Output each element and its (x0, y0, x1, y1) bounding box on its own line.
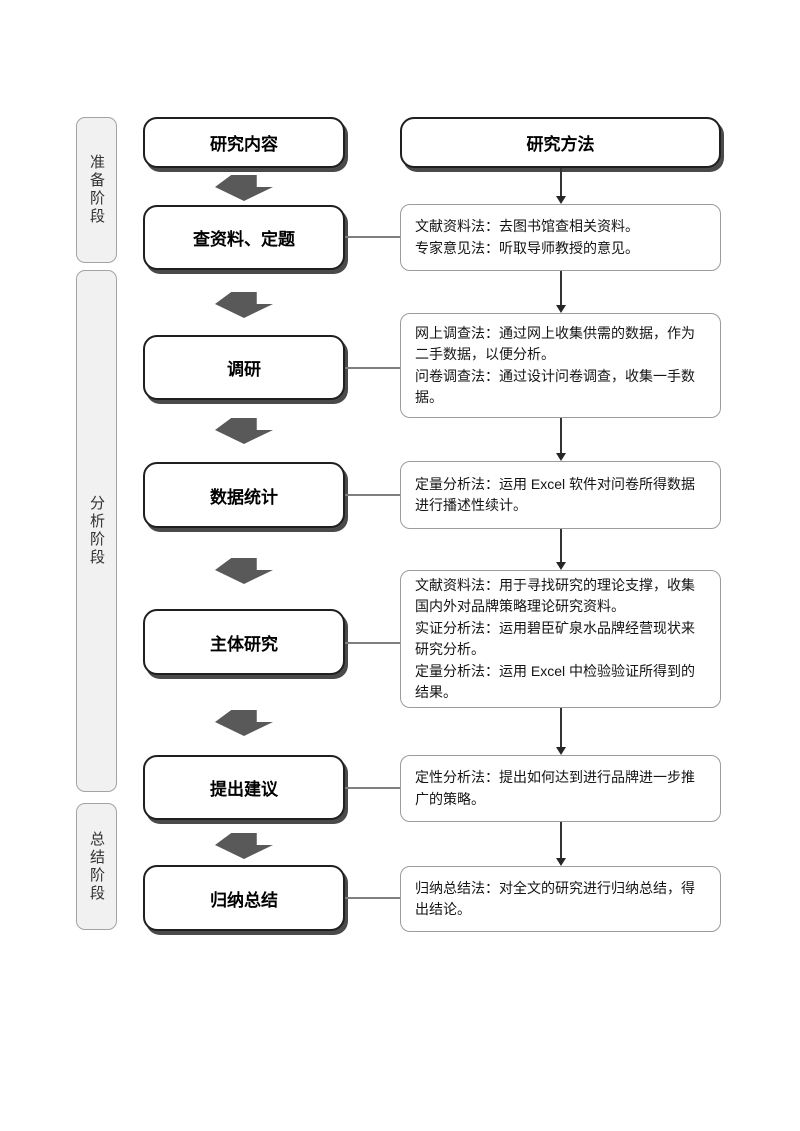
phase-label: 分析阶段 (88, 495, 105, 567)
phase-pill-summary: 总结阶段 (76, 803, 117, 930)
method-box-topic: 文献资料法：去图书馆查相关资料。 专家意见法：听取导师教授的意见。 (400, 204, 721, 271)
method-box-statistics: 定量分析法：运用 Excel 软件对问卷所得数据进行播述性续计。 (400, 461, 721, 529)
tie-line (345, 897, 400, 899)
phase-label: 准备阶段 (88, 154, 105, 226)
connector-line (560, 529, 562, 563)
arrowhead-icon (556, 305, 566, 313)
connector-line (560, 271, 562, 306)
connector-line (560, 822, 562, 859)
step-box-statistics: 数据统计 (143, 462, 345, 528)
arrowhead-icon (556, 858, 566, 866)
step-box-topic: 查资料、定题 (143, 205, 345, 270)
connector-line (560, 708, 562, 748)
step-box-survey: 调研 (143, 335, 345, 400)
step-box-conclusion: 归纳总结 (143, 865, 345, 931)
down-arrow-icon (215, 175, 273, 201)
method-box-conclusion: 归纳总结法：对全文的研究进行归纳总结，得出结论。 (400, 866, 721, 932)
step-box-suggestions: 提出建议 (143, 755, 345, 820)
header-research-content: 研究内容 (143, 117, 345, 168)
method-box-survey: 网上调查法：通过网上收集供需的数据，作为二手数据，以便分析。 问卷调查法：通过设… (400, 313, 721, 418)
method-box-main-research: 文献资料法：用于寻找研究的理论支撑，收集国内外对品牌策略理论研究资料。 实证分析… (400, 570, 721, 708)
arrowhead-icon (556, 747, 566, 755)
tie-line (345, 236, 400, 238)
step-box-main-research: 主体研究 (143, 609, 345, 675)
connector-line (560, 418, 562, 454)
tie-line (345, 642, 400, 644)
phase-pill-preparation: 准备阶段 (76, 117, 117, 263)
phase-pill-analysis: 分析阶段 (76, 270, 117, 792)
arrowhead-icon (556, 453, 566, 461)
down-arrow-icon (215, 418, 273, 444)
tie-line (345, 494, 400, 496)
down-arrow-icon (215, 292, 273, 318)
arrowhead-icon (556, 196, 566, 204)
tie-line (345, 787, 400, 789)
down-arrow-icon (215, 710, 273, 736)
arrowhead-icon (556, 562, 566, 570)
method-box-suggestions: 定性分析法：提出如何达到进行品牌进一步推广的策略。 (400, 755, 721, 822)
tie-line (345, 367, 400, 369)
down-arrow-icon (215, 558, 273, 584)
header-research-method: 研究方法 (400, 117, 721, 168)
phase-label: 总结阶段 (88, 830, 105, 903)
down-arrow-icon (215, 833, 273, 859)
connector-line (560, 168, 562, 197)
